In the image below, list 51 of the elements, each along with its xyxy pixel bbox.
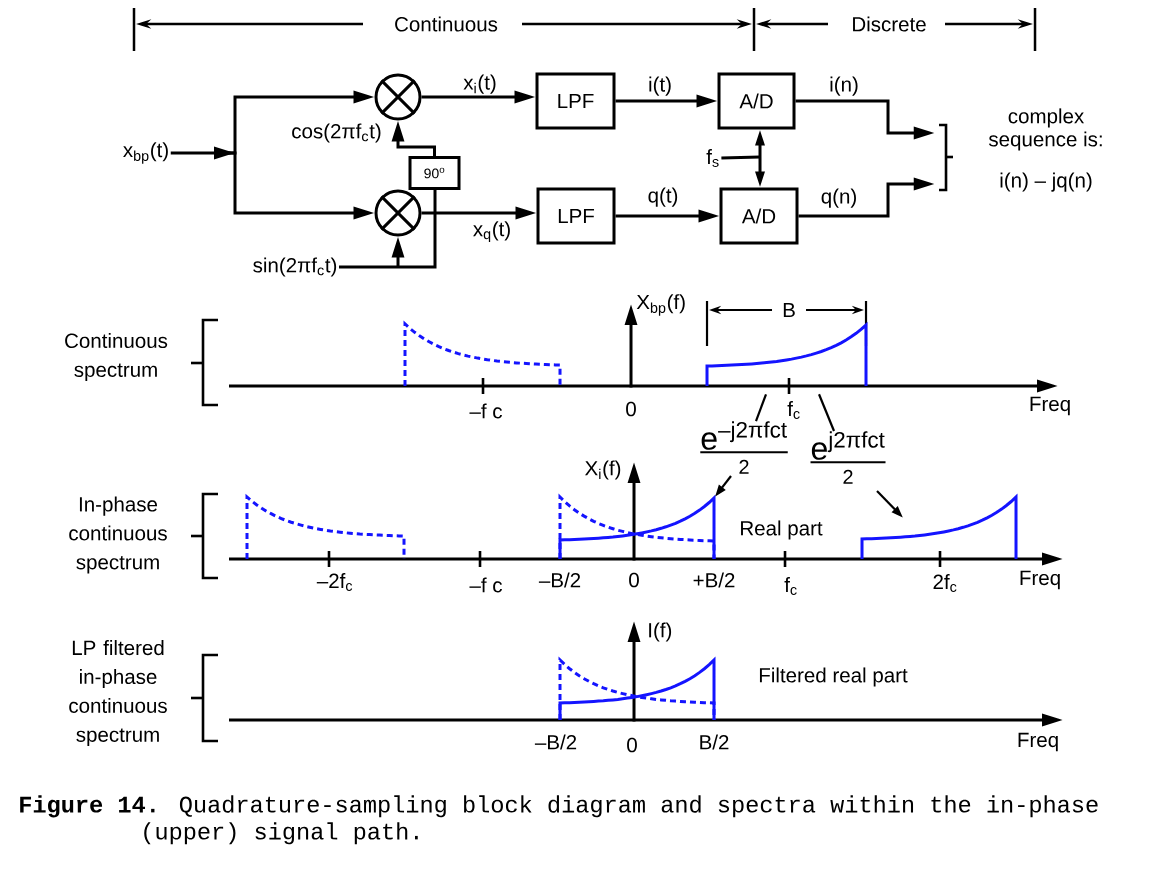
- tick-label: B/2: [700, 734, 729, 750]
- tick-label: –B/2: [534, 734, 577, 750]
- tick-label: –2f$_{c}$: [316, 573, 353, 591]
- spectrum-title: Continuous spectrum: [65, 332, 168, 382]
- tick-label: –f c: [469, 577, 502, 593]
- spectrum-band: [558, 493, 716, 559]
- signal-label: x$_{bp}$(t): [123, 142, 168, 164]
- axis-label: Freq: [1020, 570, 1060, 590]
- spectrum-band: [705, 321, 868, 386]
- connector-line: [398, 190, 437, 269]
- tick-label: f$_{c}$: [787, 401, 800, 419]
- spectrum-band: [860, 493, 1018, 559]
- signal-label: sin(2πf$_{c}$t): [253, 257, 337, 277]
- axis-label: I(f): [649, 622, 672, 642]
- converter-box: A/D: [719, 187, 799, 245]
- tick-label: f$_{c}$: [784, 577, 797, 595]
- axis-label: Freq: [1018, 732, 1058, 752]
- tick-label: –B/2: [538, 572, 581, 588]
- leader-line: [755, 393, 768, 422]
- edge-label: x$_{i}$(t): [463, 74, 496, 94]
- edge-label: q(n): [821, 188, 856, 208]
- spectrum-title: LP filtered in-phase continuous spectrum: [69, 640, 167, 746]
- leader-line: [818, 393, 836, 432]
- section-label: Discrete: [853, 16, 926, 32]
- fraction: e$^{j2πfct}$ 2: [809, 431, 887, 484]
- spectrum-title: In-phase continuous spectrum: [69, 496, 167, 574]
- edge-label: cos(2πf$_{c}$t): [292, 123, 381, 143]
- dimension-label: B: [783, 302, 795, 318]
- tick-label: –f c: [469, 403, 502, 419]
- filter-box: LPF: [535, 72, 616, 130]
- tick-label: 0: [626, 401, 636, 417]
- filter-box: LPF: [536, 187, 616, 245]
- fraction: e$^{–j2πfct}$ 2: [699, 421, 789, 474]
- caption: Figure 14. Quadrature-sampling block diagram and spectra within the in-phase (upper) signal path.: [20, 795, 1098, 845]
- edge-label: i(n): [830, 76, 858, 96]
- edge-label: q(t): [648, 187, 678, 207]
- edge-label: i(t): [649, 76, 671, 96]
- phase-shift-box: 90$^{o}$: [408, 156, 461, 190]
- mixer: [374, 73, 422, 121]
- tick-label: 0: [627, 737, 637, 753]
- axis-label: Freq: [1030, 396, 1070, 416]
- clock-label: f$_{s}$: [706, 149, 719, 167]
- annotation: Filtered real part: [759, 667, 908, 687]
- axis-label: X$_{bp}$(f): [636, 294, 685, 316]
- annotation: Real part: [741, 520, 823, 540]
- sequence-label: complex sequence is: i(n) – jq(n): [988, 108, 1102, 192]
- edge-label: x$_{q}$(t): [473, 221, 510, 242]
- mixer: [374, 189, 422, 237]
- converter-box: A/D: [717, 72, 796, 130]
- tick-label: +B/2: [693, 572, 735, 588]
- section-label: Continuous: [395, 16, 498, 32]
